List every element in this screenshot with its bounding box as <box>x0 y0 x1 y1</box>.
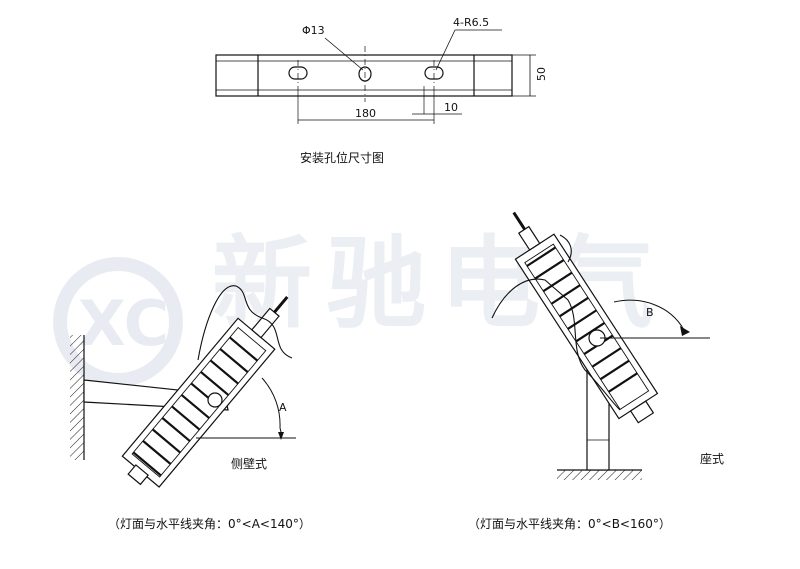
wall-mount-drawing <box>70 285 296 488</box>
base-mount-label: 座式 <box>700 451 724 466</box>
glass-cover-left <box>197 285 293 361</box>
wall <box>70 335 84 460</box>
angle-b-range-caption: （灯面与水平线夹角：0°<B<160°） <box>468 517 671 531</box>
spacing-label: 180 <box>355 107 376 120</box>
watermark-logo: XC <box>53 257 183 387</box>
radius-label: 4-R6.5 <box>453 16 489 29</box>
angle-b-arc <box>613 299 685 331</box>
height-label: 50 <box>535 67 548 81</box>
lamp-body-left <box>121 295 289 488</box>
hole-diameter-label: Φ13 <box>302 24 325 37</box>
base-mount-drawing <box>491 211 710 480</box>
plate-caption: 安装孔位尺寸图 <box>300 150 384 165</box>
angle-a-label: A <box>279 401 287 414</box>
pivot-left <box>207 392 223 408</box>
angle-a-arc <box>261 377 281 429</box>
plate-outline <box>215 54 513 97</box>
plate-dimension-labels: Φ13 4-R6.5 50 180 10 <box>302 16 548 120</box>
glass-cover-right <box>491 278 621 411</box>
angle-b-label: B <box>646 306 654 319</box>
angle-a-range-caption: （灯面与水平线夹角：0°<A<140°） <box>108 517 311 531</box>
lamp-body-right <box>512 211 659 424</box>
mounting-plate-drawing <box>215 29 536 124</box>
offset-label: 10 <box>444 101 458 114</box>
svg-text:XC: XC <box>78 287 169 360</box>
wall-mount-label: 侧壁式 <box>231 456 267 471</box>
ground <box>557 470 642 480</box>
